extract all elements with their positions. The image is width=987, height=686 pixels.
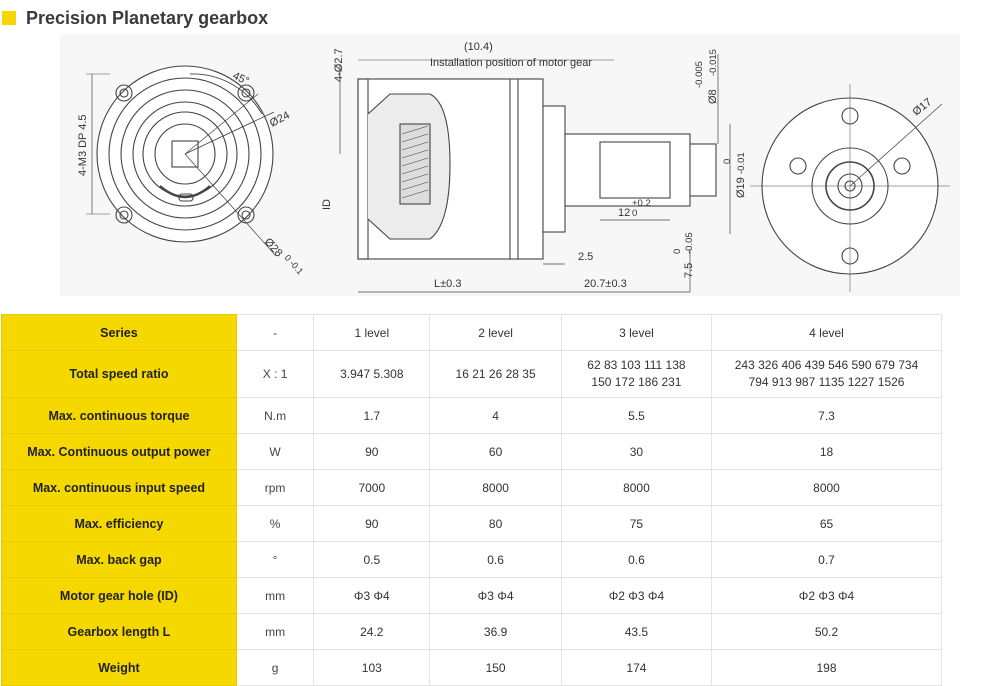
value-cell: 24.2 [313, 613, 431, 650]
title-marker [2, 11, 16, 25]
column-header: 2 level [429, 314, 562, 351]
value-cell: 0.7 [711, 541, 942, 578]
column-header: 1 level [313, 314, 431, 351]
flat-tol-bot: -0.05 [684, 232, 695, 254]
unit-cell: W [235, 433, 315, 470]
pilot-tol-top: 0 [722, 159, 733, 164]
value-cell: Φ2 Φ3 Φ4 [711, 577, 942, 614]
side-label-install: Installation position of motor gear [430, 57, 592, 69]
key-tol-top: +0.2 [632, 198, 651, 209]
value-cell: 4 [429, 397, 562, 434]
column-header: 4 level [711, 314, 942, 351]
value-cell: 0.6 [560, 541, 713, 578]
value-cell: Φ3 Φ4 [429, 577, 562, 614]
value-cell: 18 [711, 433, 942, 470]
row-label: Gearbox length L [1, 613, 237, 650]
key-tol-bot: 0 [632, 208, 637, 219]
unit-cell: mm [235, 613, 315, 650]
shaft-length-label: 20.7±0.3 [584, 278, 627, 290]
unit-cell: ° [235, 541, 315, 578]
front-view-input [86, 65, 277, 257]
value-cell: 90 [313, 505, 431, 542]
side-view [339, 54, 731, 293]
row-label: Motor gear hole (ID) [1, 577, 237, 614]
value-cell: 3.947 5.308 [313, 350, 431, 398]
value-cell: 5.5 [560, 397, 713, 434]
value-cell: 65 [711, 505, 942, 542]
flat-tol-top: 0 [672, 249, 683, 254]
column-header: 3 level [560, 314, 713, 351]
key-length-label: 12 [618, 207, 630, 219]
value-cell: 60 [429, 433, 562, 470]
technical-drawing: 45° 4-M3 DP 4.5 Ø24 Ø28 0 -0.1 (10.4) [60, 34, 960, 296]
value-cell: 150 [429, 649, 562, 686]
value-cell: 8000 [560, 469, 713, 506]
value-cell: 36.9 [429, 613, 562, 650]
step-label: 2.5 [578, 251, 593, 263]
shaft-tol-bot: -0.015 [708, 49, 719, 76]
unit-cell: rpm [235, 469, 315, 506]
value-cell: 7000 [313, 469, 431, 506]
value-cell: 80 [429, 505, 562, 542]
value-cell: 8000 [429, 469, 562, 506]
length-label: L±0.3 [434, 278, 461, 290]
value-cell: 8000 [711, 469, 942, 506]
unit-cell: X : 1 [235, 350, 315, 398]
pilot-dia-label: Ø19 [735, 177, 747, 198]
unit-cell: g [235, 649, 315, 686]
value-cell: 50.2 [711, 613, 942, 650]
unit-cell: N.m [235, 397, 315, 434]
value-cell: 75 [560, 505, 713, 542]
value-cell: 174 [560, 649, 713, 686]
unit-cell: % [235, 505, 315, 542]
row-label: Weight [1, 649, 237, 686]
row-label: Max. back gap [1, 541, 237, 578]
value-cell: 43.5 [560, 613, 713, 650]
unit-cell: mm [235, 577, 315, 614]
row-label: Max. continuous torque [1, 397, 237, 434]
row-label: Max. Continuous output power [1, 433, 237, 470]
pilot-tol-bot: -0.01 [736, 152, 747, 174]
page-title: Precision Planetary gearbox [26, 7, 269, 28]
value-cell: 103 [313, 649, 431, 686]
row-label: Total speed ratio [1, 350, 237, 398]
value-cell: 90 [313, 433, 431, 470]
page-header: Precision Planetary gearbox [2, 6, 268, 30]
side-label-top: (10.4) [464, 41, 493, 53]
value-cell: 30 [560, 433, 713, 470]
thread-label: 4-M3 DP 4.5 [77, 114, 89, 176]
unit-cell: - [235, 314, 315, 351]
holes-label: 4-Ø2.7 [333, 48, 345, 82]
value-cell: 0.6 [429, 541, 562, 578]
value-cell: Φ3 Φ4 [313, 577, 431, 614]
shaft-dia-label: Ø8 [707, 89, 719, 104]
shaft-tol-top: -0.005 [694, 61, 705, 88]
value-cell: 198 [711, 649, 942, 686]
front-view-output [750, 84, 950, 292]
flat-label: 7.5 [683, 263, 695, 278]
value-cell: Φ2 Φ3 Φ4 [560, 577, 713, 614]
row-label: Series [1, 314, 237, 351]
row-label: Max. efficiency [1, 505, 237, 542]
value-cell: 7.3 [711, 397, 942, 434]
row-label: Max. continuous input speed [1, 469, 237, 506]
value-cell: 1.7 [313, 397, 431, 434]
id-label: ID [321, 199, 333, 210]
value-cell: 0.5 [313, 541, 431, 578]
value-cell: 16 21 26 28 35 [429, 350, 562, 398]
